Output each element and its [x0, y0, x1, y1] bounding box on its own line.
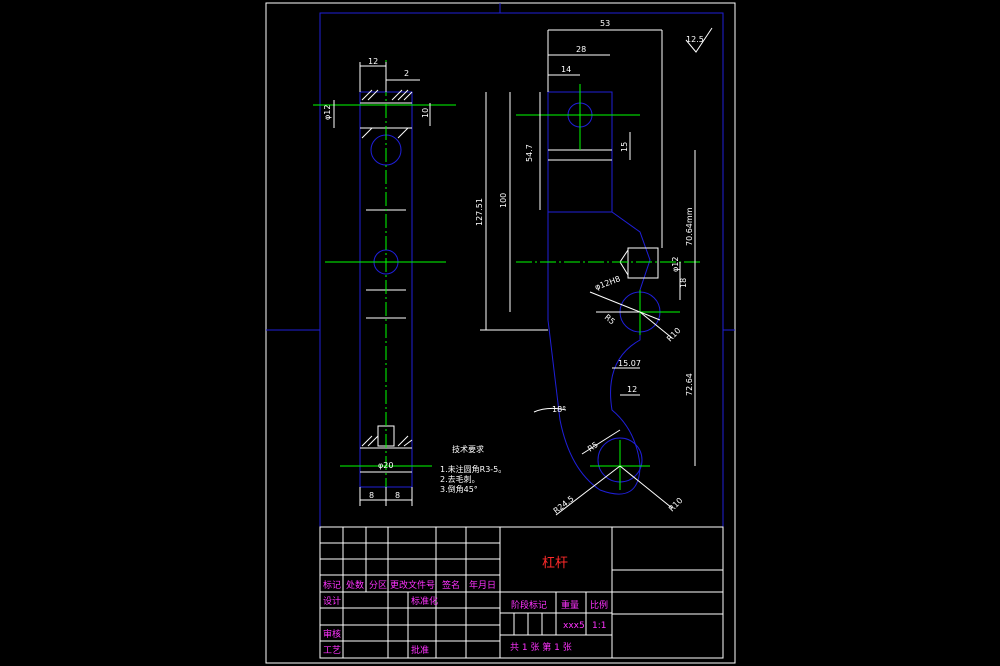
row-process: 工艺 [323, 645, 341, 656]
dim-main-r5: R5 [603, 313, 617, 327]
roughness-symbol-icon [685, 27, 713, 53]
dim-main-12751: 127.51 [475, 198, 484, 226]
tech-note-1: 1.未注圆角R3-5。 [440, 464, 506, 474]
header-sign: 签名 [442, 579, 460, 591]
dim-main-7264: 72.64 [685, 373, 694, 396]
dim-main-r245: R24.5 [552, 494, 576, 515]
main-view: 53 28 14 54.7 15 100 127.51 70.64mm φ12 … [475, 19, 713, 516]
row-design: 设计 [323, 595, 341, 607]
dim-left-top-width: 12 [368, 57, 378, 66]
title-block [319, 526, 724, 659]
leader-r10a [639, 311, 673, 339]
dim-main-12dia: φ12 [671, 257, 680, 272]
tech-note-2: 2.去毛刺。 [440, 474, 480, 484]
dim-left-bottom-hole: φ20 [378, 461, 393, 470]
row-standard: 标准化 [411, 595, 438, 607]
scale-label: 比例 [590, 599, 608, 611]
dim-main-12: 12 [627, 385, 637, 394]
header-change-doc: 更改文件号 [390, 579, 435, 591]
tech-notes-heading: 技术要求 [452, 444, 484, 454]
stage-label: 阶段标记 [511, 599, 547, 611]
part-name: 杠杆 [542, 555, 568, 571]
dim-main-r10a: R10 [665, 326, 683, 344]
dim-main-r5b: R5 [586, 440, 600, 453]
top-hatch [361, 89, 413, 139]
row-review: 审核 [323, 628, 341, 640]
dim-left-right-h: 10 [421, 108, 430, 118]
pin-boss [627, 247, 659, 279]
dim-main-r10b: R10 [667, 496, 685, 514]
left-view: 12 2 φ12 10 8 8 φ20 技术要求 1.未注圆角R3-5。 2.去… [313, 57, 506, 506]
dim-main-r-note: φ12H8 [594, 274, 622, 292]
bottom-hatch [361, 435, 413, 447]
dim-main-28: 28 [576, 45, 586, 54]
angle-arc [533, 407, 567, 413]
inner-frame [319, 12, 724, 659]
scale-value: 1:1 [592, 621, 606, 631]
leader-r10b [619, 465, 673, 509]
stage-value: xxx5 [563, 621, 585, 631]
roughness-value: 12.5 [686, 35, 704, 44]
dim-left-top-offset: 2 [404, 69, 409, 78]
dim-main-100: 100 [499, 193, 508, 208]
leader-r5b [581, 429, 621, 455]
header-date: 年月日 [469, 579, 496, 591]
sheet-info: 共 1 张 第 1 张 [510, 641, 572, 653]
dim-left-bottom-a: 8 [369, 491, 374, 500]
dim-main-7064: 70.64mm [685, 207, 694, 246]
tech-note-3: 3.倒角45° [440, 484, 478, 494]
leader-r245 [555, 465, 621, 516]
dim-main-1507: 15.07 [618, 359, 641, 368]
header-zone: 分区 [369, 580, 387, 591]
dim-main-14: 14 [561, 65, 571, 74]
weight-label: 重量 [561, 599, 579, 611]
lever-body [547, 211, 651, 495]
dim-main-53: 53 [600, 19, 610, 28]
header-count: 处数 [346, 579, 364, 591]
dim-main-547: 54.7 [525, 144, 534, 162]
leader-r-note [589, 291, 661, 321]
dim-left-bottom-b: 8 [395, 491, 400, 500]
header-mark: 标记 [323, 579, 341, 591]
row-approve: 批准 [411, 644, 429, 656]
dim-main-angle: 18° [552, 405, 566, 414]
dim-main-15: 15 [620, 142, 629, 152]
dim-left-dia: φ12 [323, 105, 332, 120]
dim-main-18: 18 [679, 278, 688, 288]
